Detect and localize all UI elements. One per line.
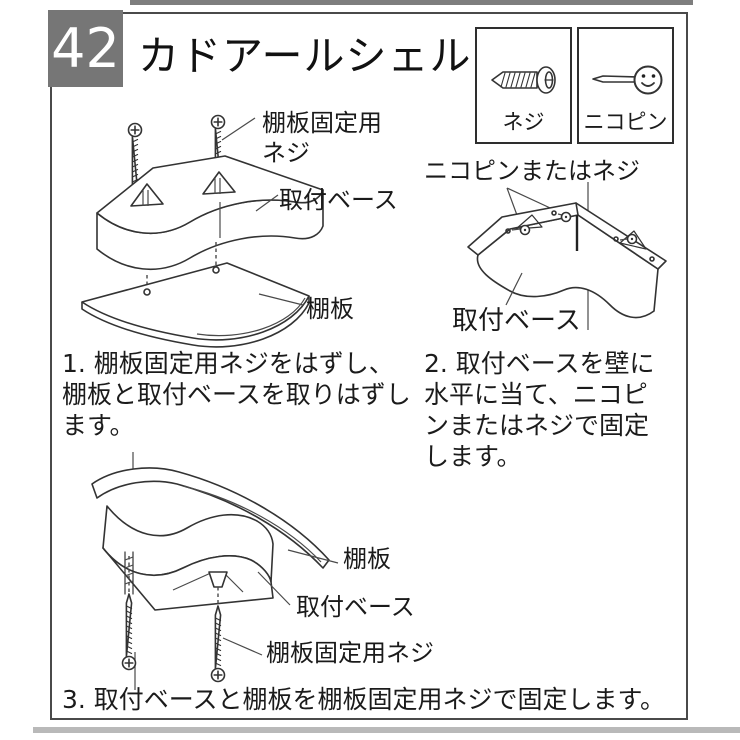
step2-pin-label: ニコピンまたはネジ	[424, 157, 640, 185]
page-number: 42	[51, 16, 120, 80]
step1-screw-label-line1: 棚板固定用	[262, 109, 382, 137]
step1-shelf-label: 棚板	[306, 295, 354, 323]
legend-screw-label: ネジ	[502, 110, 545, 134]
step1-base-label: 取付ベース	[279, 186, 398, 214]
step1-screw-label-line2: ネジ	[262, 139, 310, 167]
step1-diagram	[55, 98, 415, 354]
step3-base-label: 取付ベース	[296, 593, 415, 621]
legend-nicopin: ニコピン	[577, 27, 674, 144]
bottom-accent-bar	[33, 727, 740, 733]
step3-text: 3. 取付ベースと棚板を棚板固定用ネジで固定します。	[62, 685, 666, 714]
page-number-badge: 42	[48, 10, 123, 87]
legend-nicopin-label: ニコピン	[583, 110, 668, 134]
step3-diagram	[55, 448, 475, 697]
step2-base-label: 取付ベース	[452, 306, 581, 336]
nicopin-icon	[592, 65, 663, 95]
page-title: カドアールシェルフ	[138, 32, 514, 80]
step3-screw-label: 棚板固定用ネジ	[266, 639, 434, 667]
step2-text: 2. 取付ベースを壁に水平に当て、ニコピンまたはネジで固定します。	[424, 349, 655, 471]
step3-shelf-label: 棚板	[343, 545, 391, 573]
step1-text: 1. 棚板固定用ネジをはずし、棚板と取付ベースを取りはずします。	[62, 349, 411, 440]
top-accent-bar	[130, 0, 693, 5]
legend-screw: ネジ	[475, 27, 572, 144]
step2-diagram	[420, 153, 692, 352]
screw-icon	[491, 66, 556, 94]
